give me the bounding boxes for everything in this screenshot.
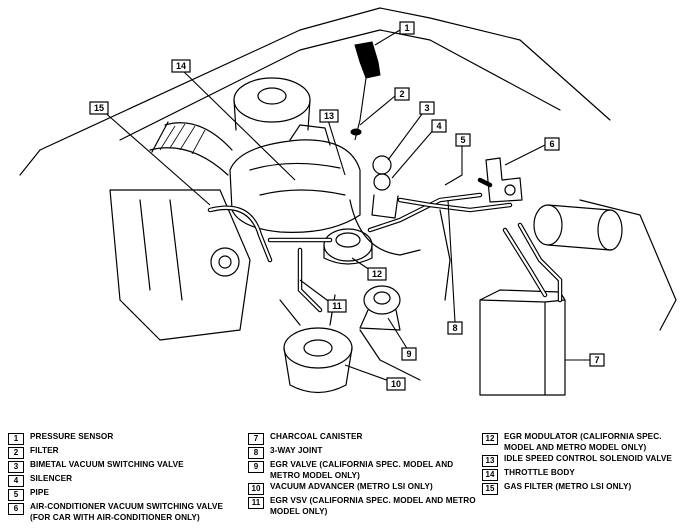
vacuum-hoses — [207, 177, 563, 381]
intake-duct — [149, 121, 233, 176]
legend-item: 14 THROTTLE BODY — [482, 468, 692, 481]
legend-label: BIMETAL VACUUM SWITCHING VALVE — [30, 460, 184, 469]
svg-text:7: 7 — [594, 355, 599, 365]
legend-number: 12 — [482, 433, 498, 445]
callout-5: 5 — [455, 133, 471, 147]
svg-text:5: 5 — [460, 135, 465, 145]
legend-item: 15 GAS FILTER (METRO LSI ONLY) — [482, 482, 692, 495]
legend-number: 4 — [8, 475, 24, 487]
svg-text:15: 15 — [94, 103, 104, 113]
legend-item: 11 EGR VSV (CALIFORNIA SPEC. MODEL AND ME… — [248, 496, 480, 517]
callout-14: 14 — [171, 59, 191, 73]
callout-9: 9 — [401, 347, 417, 361]
legend-number: 2 — [8, 447, 24, 459]
callout-2: 2 — [394, 87, 410, 101]
air-cleaner-housing — [229, 124, 361, 233]
egr-valve — [359, 285, 401, 331]
svg-text:4: 4 — [436, 121, 441, 131]
egr-modulator — [323, 228, 373, 265]
distributor — [279, 294, 353, 394]
legend-item: 1 PRESSURE SENSOR — [8, 432, 238, 445]
leader-lines — [101, 29, 590, 383]
callout-12: 12 — [367, 267, 387, 281]
legend-item: 6 AIR-CONDITIONER VACUUM SWITCHING VALVE … — [8, 502, 238, 523]
svg-text:13: 13 — [324, 111, 334, 121]
legend-label: SILENCER — [30, 474, 73, 483]
legend-label: IDLE SPEED CONTROL SOLENOID VALVE — [504, 454, 672, 463]
legend-label: EGR VALVE (CALIFORNIA SPEC. MODEL AND ME… — [270, 460, 454, 480]
svg-text:11: 11 — [332, 301, 342, 311]
battery-cylinder — [533, 204, 623, 251]
legend-item: 8 3-WAY JOINT — [248, 446, 480, 459]
legend-label: GAS FILTER (METRO LSI ONLY) — [504, 482, 632, 491]
filter — [350, 128, 362, 136]
legend-column-3: 12 EGR MODULATOR (CALIFORNIA SPEC. MODEL … — [482, 432, 692, 496]
legend-item: 12 EGR MODULATOR (CALIFORNIA SPEC. MODEL … — [482, 432, 692, 453]
legend-number: 3 — [8, 461, 24, 473]
svg-text:6: 6 — [549, 139, 554, 149]
pressure-sensor — [354, 41, 381, 141]
callout-3: 3 — [419, 101, 435, 115]
engine-vacuum-hose-diagram: 1 2 3 4 5 6 7 8 9 10 11 12 — [19, 7, 677, 396]
legend-label: CHARCOAL CANISTER — [270, 432, 363, 441]
legend-number: 15 — [482, 483, 498, 495]
callout-4: 4 — [431, 119, 447, 133]
engine-block — [109, 189, 251, 341]
strut-tower — [233, 77, 311, 131]
legend-number: 8 — [248, 447, 264, 459]
callout-8: 8 — [447, 321, 463, 335]
legend-number: 13 — [482, 455, 498, 467]
legend-item: 9 EGR VALVE (CALIFORNIA SPEC. MODEL AND M… — [248, 460, 480, 481]
legend-label: THROTTLE BODY — [504, 468, 575, 477]
legend-item: 13 IDLE SPEED CONTROL SOLENOID VALVE — [482, 454, 692, 467]
legend-label: AIR-CONDITIONER VACUUM SWITCHING VALVE (… — [30, 502, 224, 522]
callout-7: 7 — [589, 353, 605, 367]
legend-item: 4 SILENCER — [8, 474, 238, 487]
legend-label: EGR VSV (CALIFORNIA SPEC. MODEL AND METR… — [270, 496, 476, 516]
legend-column-2: 7 CHARCOAL CANISTER 8 3-WAY JOINT 9 EGR VAL… — [248, 432, 480, 518]
legend-number: 14 — [482, 469, 498, 481]
legend-number: 11 — [248, 497, 264, 509]
legend-number: 1 — [8, 433, 24, 445]
svg-text:12: 12 — [372, 269, 382, 279]
legend-number: 10 — [248, 483, 264, 495]
legend-label: VACUUM ADVANCER (METRO LSI ONLY) — [270, 482, 433, 491]
callout-1: 1 — [399, 21, 415, 35]
svg-text:14: 14 — [176, 61, 186, 71]
legend-label: PRESSURE SENSOR — [30, 432, 114, 441]
callout-15: 15 — [89, 101, 109, 115]
legend: 1 PRESSURE SENSOR 2 FILTER 3 BIMETAL VACUUM… — [0, 424, 696, 528]
legend-number: 7 — [248, 433, 264, 445]
callout-11: 11 — [327, 299, 347, 313]
callout-10: 10 — [386, 377, 406, 391]
legend-number: 9 — [248, 461, 264, 473]
svg-text:3: 3 — [424, 103, 429, 113]
legend-label: 3-WAY JOINT — [270, 446, 323, 455]
svg-text:9: 9 — [406, 349, 411, 359]
svg-text:8: 8 — [452, 323, 457, 333]
legend-label: EGR MODULATOR (CALIFORNIA SPEC. MODEL AN… — [504, 432, 662, 452]
legend-item: 10 VACUUM ADVANCER (METRO LSI ONLY) — [248, 482, 480, 495]
legend-label: PIPE — [30, 488, 50, 497]
ac-vsv — [485, 157, 523, 203]
charcoal-canister — [479, 289, 566, 396]
legend-column-1: 1 PRESSURE SENSOR 2 FILTER 3 BIMETAL VACUUM… — [8, 432, 238, 524]
legend-label: FILTER — [30, 446, 59, 455]
callout-6: 6 — [544, 137, 560, 151]
legend-item: 5 PIPE — [8, 488, 238, 501]
valve-cluster — [371, 155, 399, 219]
legend-number: 5 — [8, 489, 24, 501]
legend-item: 7 CHARCOAL CANISTER — [248, 432, 480, 445]
hood-outline — [19, 7, 677, 331]
legend-item: 2 FILTER — [8, 446, 238, 459]
callout-13: 13 — [319, 109, 339, 123]
svg-text:1: 1 — [404, 23, 409, 33]
svg-text:2: 2 — [399, 89, 404, 99]
legend-item: 3 BIMETAL VACUUM SWITCHING VALVE — [8, 460, 238, 473]
legend-number: 6 — [8, 503, 24, 515]
svg-text:10: 10 — [391, 379, 401, 389]
